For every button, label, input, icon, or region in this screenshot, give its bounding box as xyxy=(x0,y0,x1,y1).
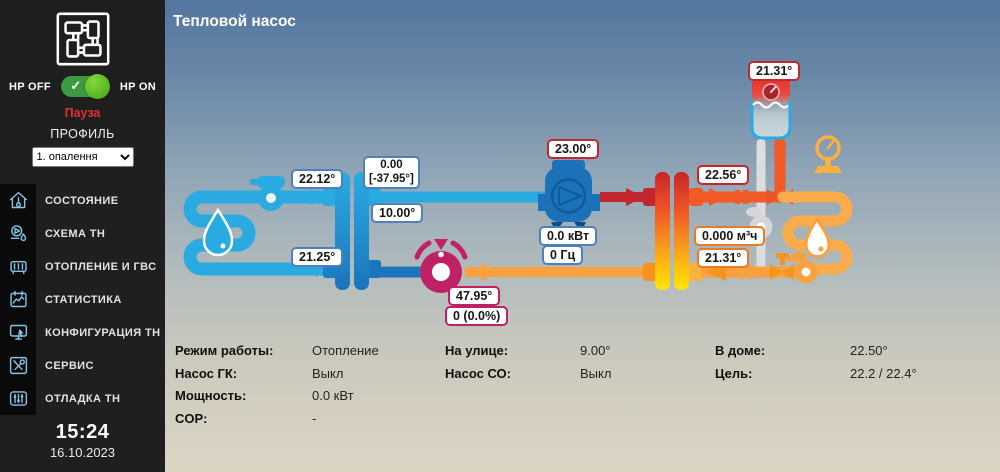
heating-loop xyxy=(777,191,853,275)
info-value: - xyxy=(312,410,317,426)
sliders-icon xyxy=(0,382,36,415)
compressor xyxy=(538,160,600,232)
evaporator xyxy=(323,172,381,290)
flow-rate: 0.000 м³ч xyxy=(694,226,766,246)
sidebar-item-heating-dhw[interactable]: ОТОПЛЕНИЕ И ГВС xyxy=(0,250,165,283)
info-value: 22.50° xyxy=(850,343,888,358)
hp-on-label: HP ON xyxy=(119,80,156,93)
water-drop-icon xyxy=(202,207,234,257)
info-label: Мощность: xyxy=(175,388,247,403)
info-value xyxy=(580,388,715,411)
configuration-icon xyxy=(0,316,36,349)
compressor-frequency: 0 Гц xyxy=(542,245,584,265)
sidebar-item-service[interactable]: СЕРВИС xyxy=(0,349,165,382)
sidebar-menu: СОСТОЯНИЕ СХЕМА ТН ОТОПЛЕНИЕ И ГВС СТАТИ… xyxy=(0,184,165,415)
hp-power-toggle[interactable]: ✓ xyxy=(61,74,111,99)
hp-toggle-row: HP OFF ✓ HP ON xyxy=(0,70,165,99)
info-value: 0.0 кВт xyxy=(312,388,354,403)
clock-time: 15:24 xyxy=(55,421,110,443)
hot-water-tank xyxy=(750,76,792,140)
tools-icon xyxy=(0,349,36,382)
brine-pump-icon xyxy=(250,176,285,211)
condenser xyxy=(643,172,703,290)
evaporation-temp: 10.00° xyxy=(371,203,424,223)
info-value: 9.00° xyxy=(580,343,611,358)
info-label: Цель: xyxy=(715,365,753,381)
radiator-icon xyxy=(0,250,36,283)
return-valve-icon xyxy=(770,253,794,280)
compressor-power: 0.0 кВт xyxy=(539,226,598,246)
hands-unity-logo-icon xyxy=(56,12,109,66)
three-way-valve-icon xyxy=(767,189,779,205)
discharge-line xyxy=(600,188,644,206)
heating-supply-temp: 22.56° xyxy=(697,165,750,185)
sidebar-item-statistics[interactable]: СТАТИСТИКА xyxy=(0,283,165,316)
page-title: Тепловой насос xyxy=(173,13,296,30)
pump-scheme-icon xyxy=(0,217,36,250)
superheat-value: 0.00 xyxy=(380,159,403,171)
info-label: COP: xyxy=(175,410,208,426)
info-value: 22.2 / 22.4° xyxy=(850,365,917,381)
info-label xyxy=(445,388,580,411)
superheat-box: 0.00 [-37.95°] xyxy=(363,156,420,189)
water-drop-icon xyxy=(804,216,831,258)
pressure-gauge-icon xyxy=(814,135,842,173)
heat-pump-diagram xyxy=(183,76,853,293)
info-value xyxy=(850,388,985,411)
calendar-chart-icon xyxy=(0,283,36,316)
tank-temp: 21.31° xyxy=(748,61,801,81)
info-label xyxy=(445,411,580,434)
flow-arrow xyxy=(311,189,327,205)
info-label: Режим работы: xyxy=(175,343,274,358)
heating-return-line xyxy=(701,252,818,284)
house-thermometer-icon xyxy=(0,184,36,217)
eev-opening: 0 (0.0%) xyxy=(445,306,509,326)
info-label: Насос СО: xyxy=(445,365,511,381)
check-icon: ✓ xyxy=(70,78,82,93)
sidebar-item-debug[interactable]: ОТЛАДКА ТН xyxy=(0,382,165,415)
info-label xyxy=(715,411,850,434)
brine-loop xyxy=(183,176,340,277)
sidebar-item-scheme[interactable]: СХЕМА ТН xyxy=(0,217,165,250)
flow-arrow xyxy=(709,188,727,206)
expansion-valve xyxy=(414,239,468,293)
sidebar-item-state[interactable]: СОСТОЯНИЕ xyxy=(0,184,165,217)
brine-return-temp: 21.25° xyxy=(291,247,344,267)
flow-arrow xyxy=(468,263,487,281)
profile-label: ПРОФИЛЬ xyxy=(50,127,115,141)
brine-supply-temp: 22.12° xyxy=(291,169,344,189)
sidebar: HP OFF ✓ HP ON Пауза ПРОФИЛЬ 1. опалення… xyxy=(0,0,165,472)
logo xyxy=(0,0,165,70)
liquid-line xyxy=(465,263,647,281)
info-value: Отопление xyxy=(312,343,379,358)
heating-return-temp: 21.31° xyxy=(697,248,750,268)
eev-temp: 47.95° xyxy=(448,286,501,306)
toggle-knob[interactable] xyxy=(85,74,111,99)
hp-off-label: HP OFF xyxy=(9,80,51,93)
superheat-target: [-37.95°] xyxy=(369,172,414,185)
status-panel: Режим работы: Отопление На улице: 9.00° … xyxy=(175,343,985,433)
heating-pump-icon xyxy=(786,252,818,284)
info-value xyxy=(850,411,985,434)
info-value: Выкл xyxy=(312,365,344,381)
clock: 15:24 16.10.2023 xyxy=(0,421,165,472)
main-area: Тепловой насос xyxy=(165,0,1000,472)
info-label xyxy=(715,388,850,411)
profile-select[interactable]: 1. опалення xyxy=(31,147,134,167)
tank-gauge-icon xyxy=(762,83,780,101)
flow-arrow xyxy=(626,188,644,206)
info-value: Выкл xyxy=(580,365,612,381)
info-label: Насос ГК: xyxy=(175,365,238,381)
sidebar-item-configuration[interactable]: КОНФИГУРАЦИЯ ТН xyxy=(0,316,165,349)
compressor-temp: 23.00° xyxy=(547,139,600,159)
clock-date: 16.10.2023 xyxy=(49,445,116,460)
tank-gray-pipe xyxy=(746,138,773,271)
info-label: На улице: xyxy=(445,343,509,358)
status-pause: Пауза xyxy=(64,106,101,120)
info-label: В доме: xyxy=(715,343,766,358)
info-value xyxy=(580,411,715,434)
